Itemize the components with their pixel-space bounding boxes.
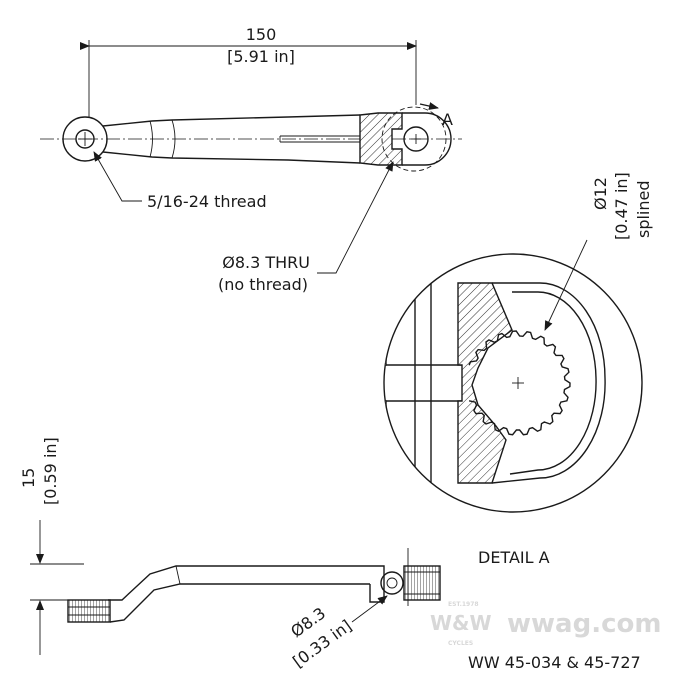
thru-sub-label: (no thread) <box>218 275 308 294</box>
length-dimension: 150 [5.91 in] <box>80 25 417 118</box>
left-eye <box>62 116 108 162</box>
watermark-small-bottom: CYCLES <box>448 640 473 647</box>
height-label: 15 <box>19 468 38 488</box>
watermark-small-top: EST.1978 <box>448 601 479 608</box>
part-number: WW 45-034 & 45-727 <box>468 653 641 672</box>
watermark: EST.1978 W&W wwag.com CYCLES <box>430 601 661 647</box>
thru-label: Ø8.3 THRU <box>222 253 310 272</box>
spline-label: Ø12 <box>591 177 610 210</box>
watermark-site: wwag.com <box>507 609 661 639</box>
detail-title: DETAIL A <box>478 548 550 567</box>
side-view: 15 [0.59 in] Ø8.3 [0.33 in] <box>19 437 441 671</box>
detail-a: Ø12 [0.47 in] splined DETAIL A <box>383 172 653 567</box>
spline-label-in: [0.47 in] <box>612 172 631 240</box>
thread-label: 5/16-24 thread <box>147 192 267 211</box>
length-label: 150 <box>246 25 277 44</box>
spline-label-sub: splined <box>634 180 653 238</box>
height-label-in: [0.59 in] <box>41 437 60 505</box>
thru-leader: Ø8.3 THRU (no thread) <box>218 161 394 294</box>
splined-bore <box>468 330 571 436</box>
section-label: A <box>442 110 453 129</box>
clamp-end <box>359 106 452 172</box>
top-view: A 150 [5.91 in] 5/16-24 thread Ø8.3 THRU… <box>40 25 462 294</box>
watermark-brand: W&W <box>430 611 492 635</box>
length-label-in: [5.91 in] <box>227 47 295 66</box>
height-dimension: 15 [0.59 in] <box>19 437 84 655</box>
thread-leader: 5/16-24 thread <box>93 151 267 211</box>
